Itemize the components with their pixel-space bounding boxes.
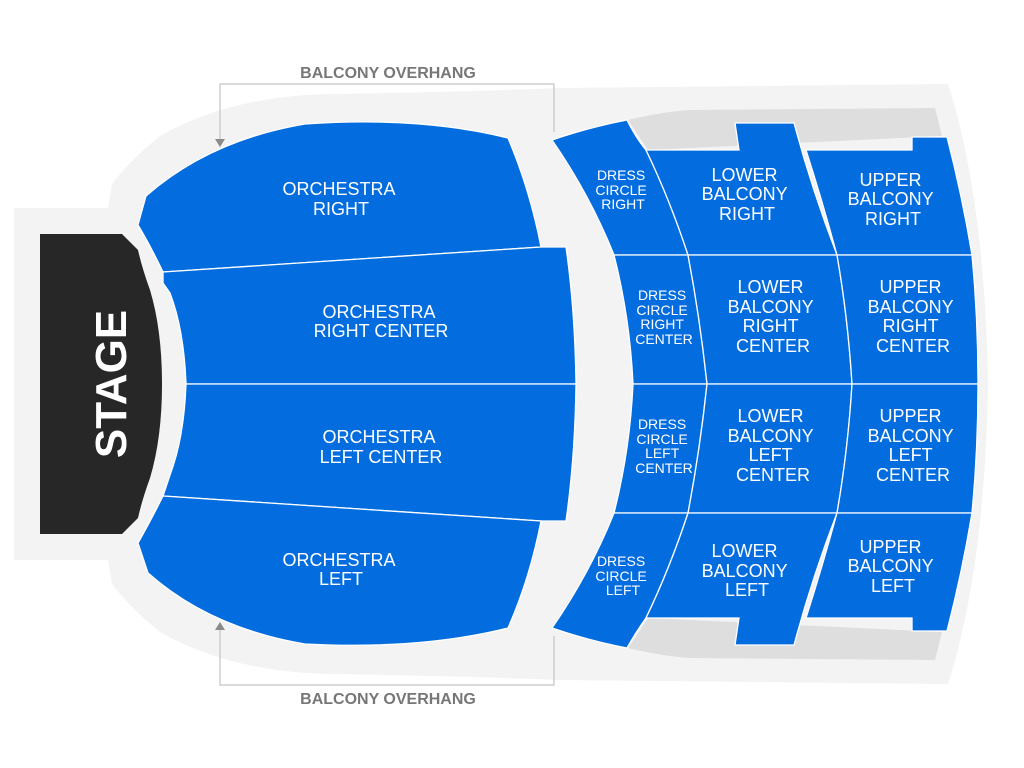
section-orchestra-left-center[interactable] (162, 383, 577, 522)
section-lower-balcony-left-center[interactable] (687, 383, 853, 514)
section-orchestra-right[interactable] (137, 121, 542, 273)
overhang-label-bottom: BALCONY OVERHANG (300, 691, 476, 708)
stage (40, 234, 162, 534)
section-upper-balcony-left[interactable] (805, 512, 973, 632)
section-upper-balcony-right-center[interactable] (836, 254, 979, 385)
section-orchestra-right-center[interactable] (162, 246, 577, 385)
arrow-up-icon (215, 622, 225, 630)
section-upper-balcony-left-center[interactable] (836, 383, 979, 514)
section-orchestra-left[interactable] (137, 495, 542, 646)
overhang-bracket-bottom (219, 628, 555, 686)
overhang-bracket-top (219, 83, 555, 140)
section-lower-balcony-left[interactable] (644, 512, 838, 646)
section-lower-balcony-right-center[interactable] (687, 254, 853, 385)
arrow-down-icon (215, 139, 225, 147)
stage-label: STAGE (87, 310, 136, 458)
overhang-label-top: BALCONY OVERHANG (300, 65, 476, 82)
